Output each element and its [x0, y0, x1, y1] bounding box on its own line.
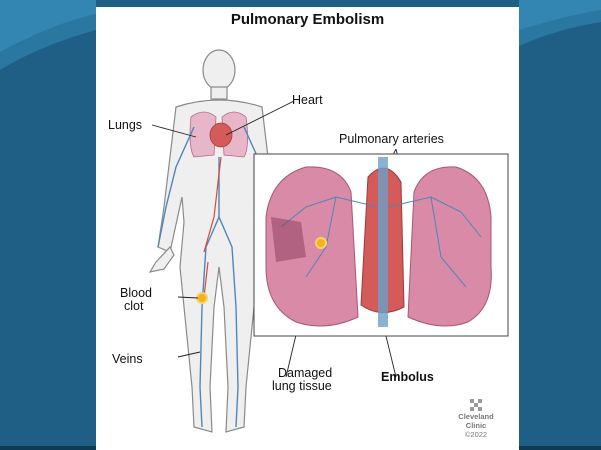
lung-inset [254, 154, 508, 336]
embolus-clot [316, 238, 326, 248]
label-lungs: Lungs [108, 119, 142, 132]
logo-copyright: ©2022 [454, 430, 498, 439]
label-pulmonary-arteries: Pulmonary arteries [339, 133, 444, 146]
heart-in-body [210, 123, 232, 147]
cleveland-clinic-mark-icon [470, 399, 482, 411]
diagram-panel: Pulmonary Embolism Heart Lungs Pulmonary… [96, 7, 519, 450]
label-embolus: Embolus [381, 371, 434, 384]
damaged-tissue [271, 217, 306, 262]
label-veins: Veins [112, 353, 143, 366]
label-heart: Heart [292, 94, 323, 107]
label-blood-clot-line2: clot [124, 300, 143, 313]
label-damaged-line2: lung tissue [272, 380, 332, 393]
diagram-title: Pulmonary Embolism [96, 11, 519, 28]
blood-clot-marker [197, 293, 207, 303]
logo-line2: Clinic [454, 422, 498, 431]
cleveland-clinic-logo: Cleveland Clinic ©2022 [454, 399, 498, 439]
